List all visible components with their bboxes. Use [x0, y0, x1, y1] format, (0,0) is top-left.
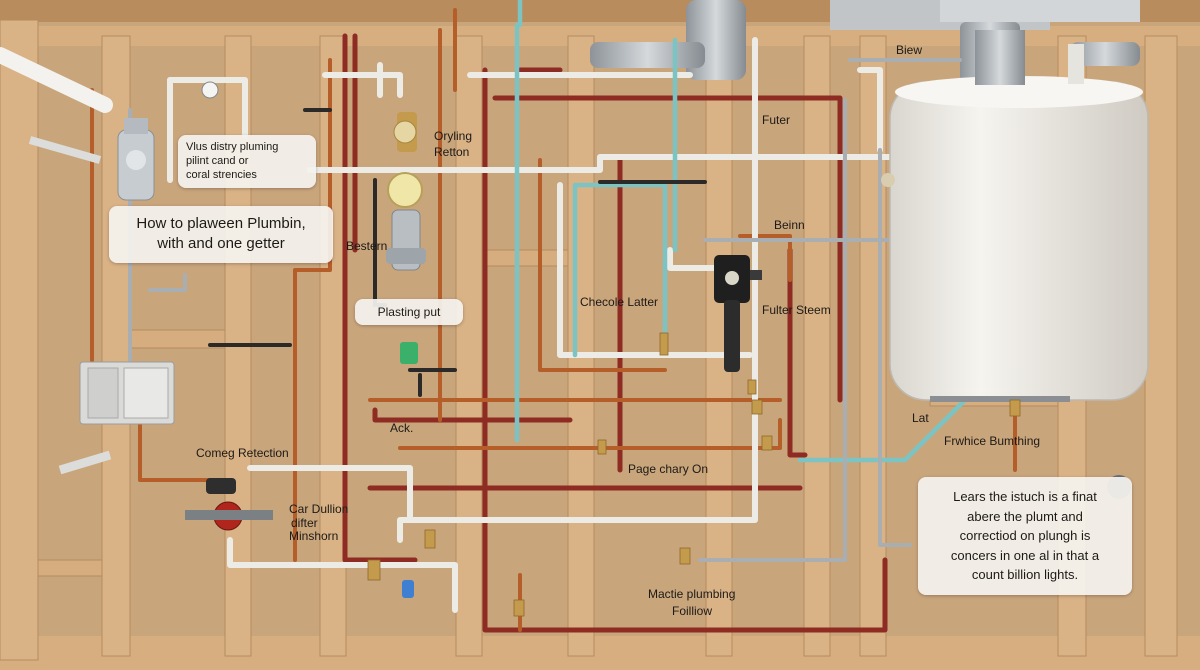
label-beinn: Beinn [774, 218, 805, 232]
electrical-box-icon [79, 361, 175, 425]
brass-fittings [367, 332, 1021, 617]
copper-lines [90, 8, 1017, 632]
label-ack: Ack. [390, 421, 414, 435]
bottom-plate [0, 636, 1200, 670]
plasting-box: Plasting put [355, 299, 463, 325]
label-futer: Futer [762, 113, 791, 127]
label-comeg-retection: Comeg Retection [196, 446, 289, 460]
label-bestern: Bestern [346, 239, 388, 253]
label-retton: Retton [434, 145, 470, 159]
red-pex-lines [342, 33, 888, 633]
water-heater-tank [889, 30, 1149, 402]
pvc-vent-pipe [0, 47, 113, 475]
note-line: concers in one al in that a [950, 547, 1100, 563]
label-checole-latter: Checole Latter [580, 295, 659, 309]
label-foilliow: Foilliow [672, 604, 713, 618]
note-line: count billion lights. [971, 567, 1079, 582]
info-box-line: Vlus distry pluming [186, 141, 279, 153]
label-frwhice-bumthing: Frwhice Bumthing [944, 434, 1041, 448]
bottom-right-box: Lears the istuch is a finat abere the pl… [918, 477, 1132, 595]
title-line: How to plaween Plumbin, [136, 215, 306, 232]
green-valve-icon [400, 342, 418, 364]
title-line: with and one getter [157, 235, 285, 253]
info-box-line: pilint cand or [186, 154, 249, 167]
label-oryling: Oryling [434, 129, 473, 143]
ceiling-vent-2 [940, 0, 1140, 22]
label-biew: Biew [896, 43, 923, 57]
filter-valve-assembly [386, 112, 426, 271]
teal-pex-lines [514, 0, 968, 463]
label-fulter-steem: Fulter Steem [762, 303, 831, 317]
top-plate [0, 26, 1200, 46]
title-box: How to plaween Plumbin, with and one get… [109, 206, 333, 263]
label-car-dullion: Car Dullion [289, 502, 349, 516]
label-page-chary-on: Page chary On [628, 462, 709, 476]
label-lat: Lat [912, 411, 929, 425]
note-line: Lears the istuch is a finat [953, 489, 1097, 504]
pressure-regulator-icon [117, 118, 155, 201]
label-difter: difter [291, 516, 318, 530]
label-minshorn: Minshorn [289, 529, 339, 543]
info-box-top: Vlus distry pluming pilint cand or coral… [178, 135, 316, 189]
label-mactie-plumbing: Mactie plumbing [648, 587, 736, 601]
blue-handle [402, 580, 414, 598]
note-line: correctiod on plungh is [959, 528, 1091, 543]
info-box-line: coral strencies [186, 168, 257, 181]
valve-icon [185, 478, 273, 531]
pump-icon [714, 255, 762, 372]
note-line: abere the plumt and [967, 508, 1083, 524]
